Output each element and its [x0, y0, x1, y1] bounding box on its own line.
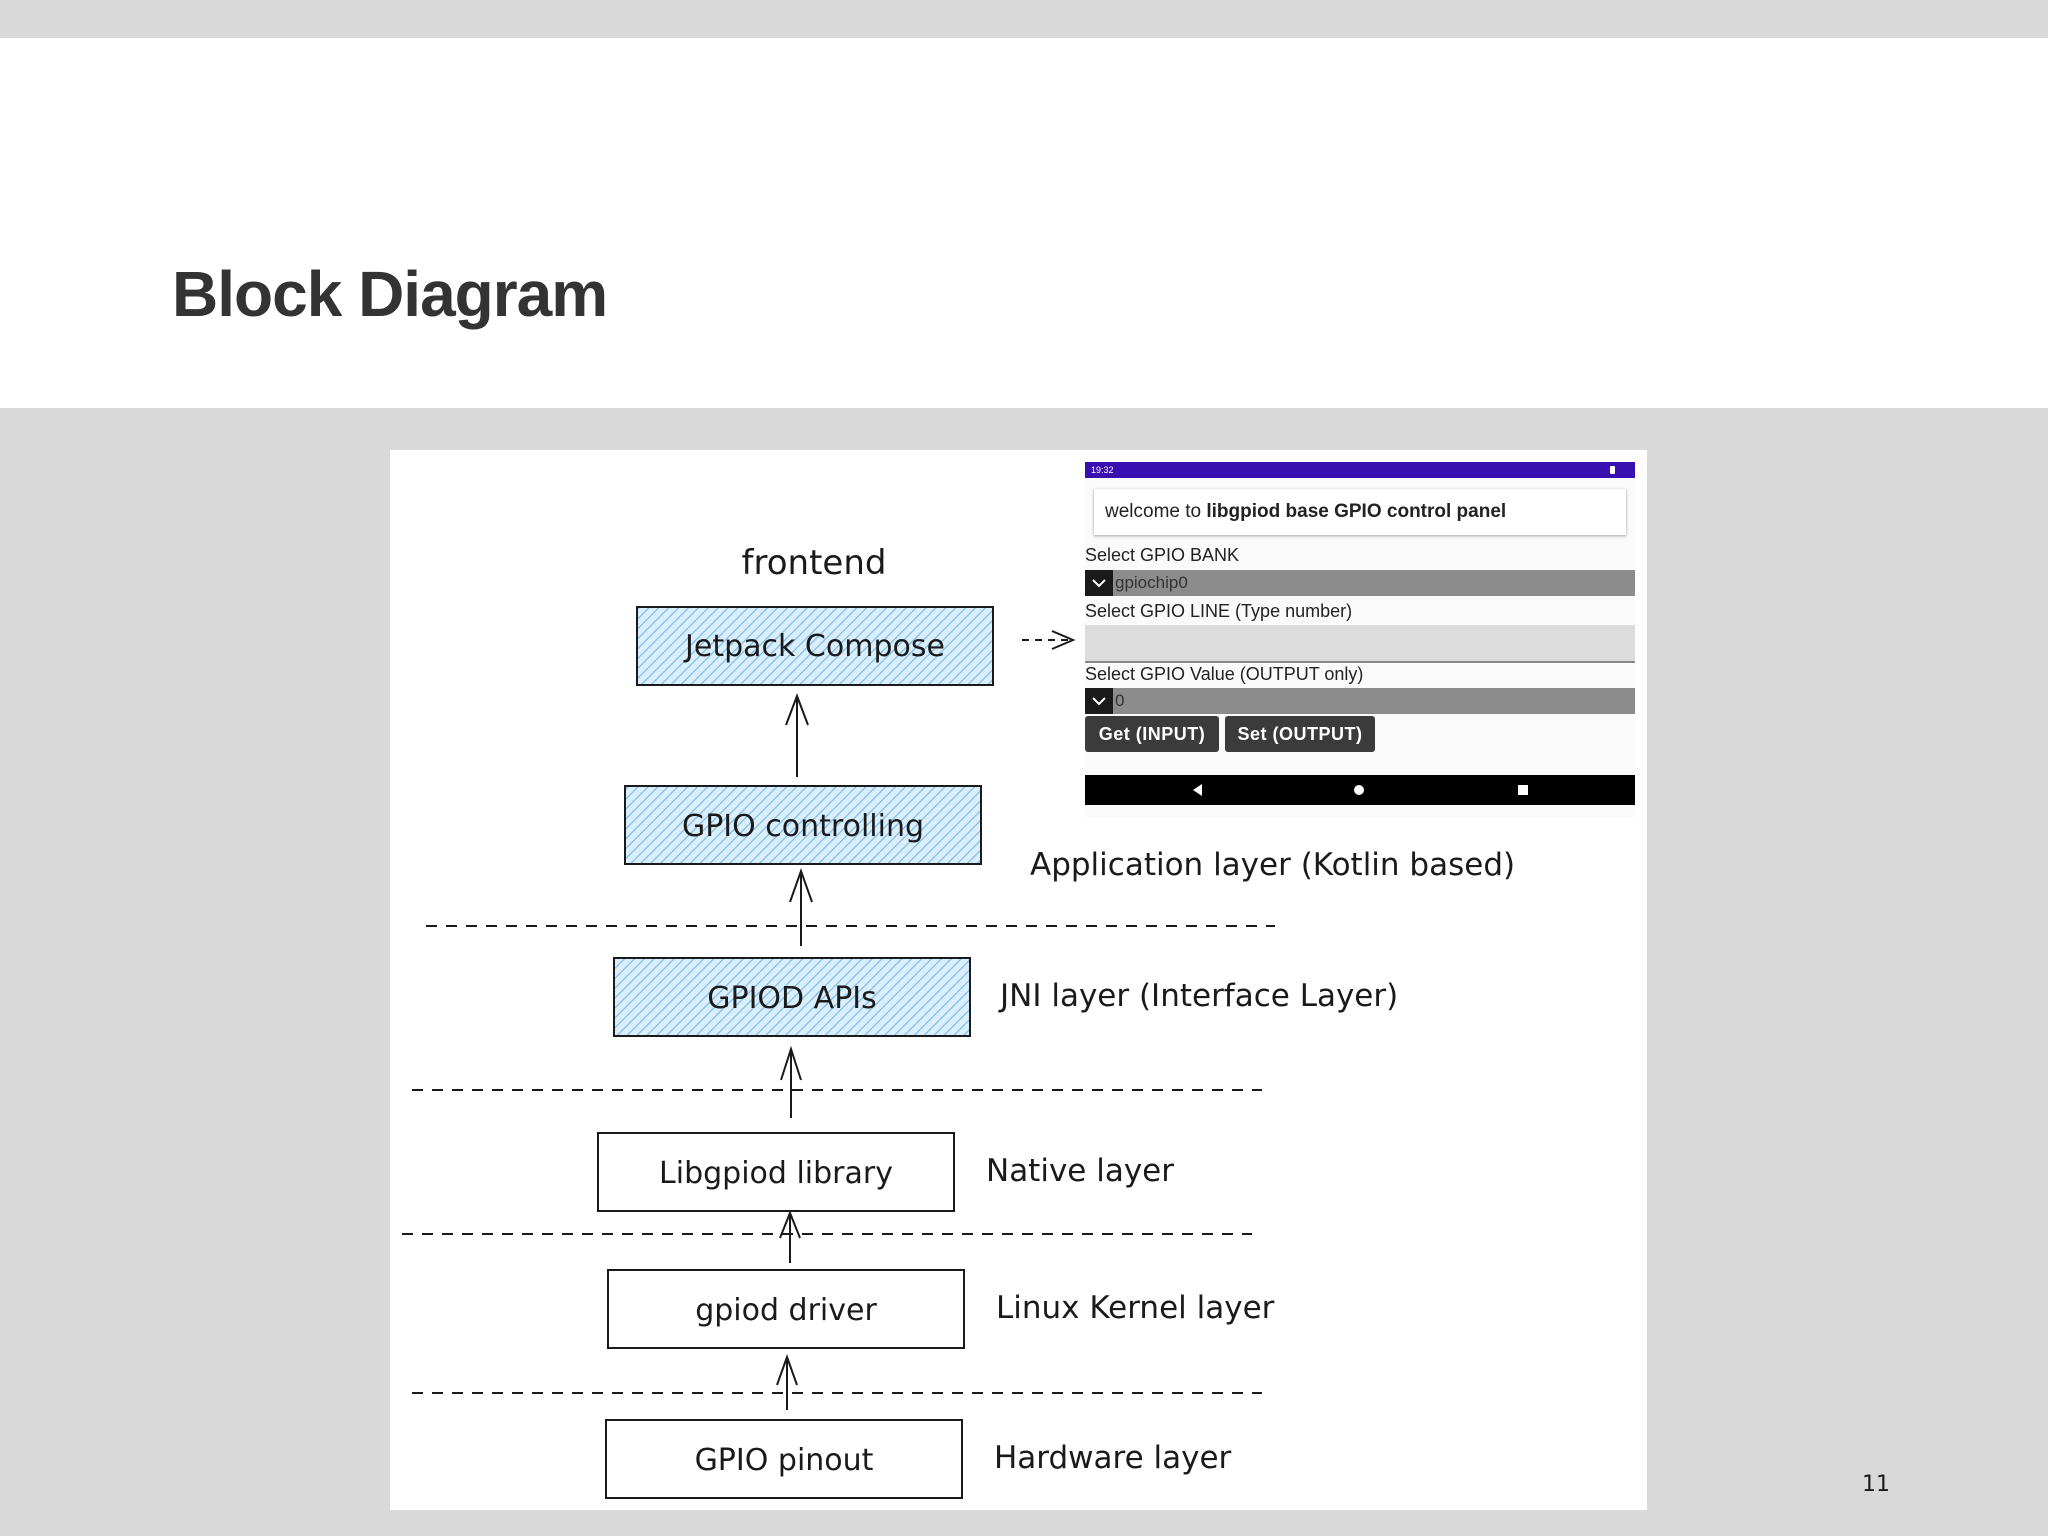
frontend-label: frontend — [742, 543, 887, 583]
recents-icon[interactable] — [1518, 785, 1528, 795]
slide-title: Block Diagram — [172, 258, 608, 330]
top-strip — [0, 0, 2048, 38]
value-label: Select GPIO Value (OUTPUT only) — [1085, 664, 1364, 684]
jetpack-compose-label: Jetpack Compose — [683, 629, 945, 664]
welcome-card: welcome to libgpiod base GPIO control pa… — [1094, 489, 1626, 535]
arrow-up — [785, 693, 809, 777]
gpiod-driver-block — [607, 1269, 965, 1349]
bank-select[interactable]: gpiochip0 — [1085, 570, 1635, 596]
hardware-layer-label: Hardware layer — [994, 1440, 1232, 1476]
gpio-controlling-block — [624, 785, 982, 865]
bank-value: gpiochip0 — [1115, 573, 1188, 592]
title-band — [0, 38, 2048, 408]
bank-label: Select GPIO BANK — [1085, 545, 1240, 565]
block-diagram: frontend Jetpack Compose GPIO controllin… — [402, 543, 1515, 1499]
value-value: 0 — [1115, 691, 1125, 710]
welcome-prefix: welcome to — [1105, 501, 1207, 522]
chevron-down-icon[interactable] — [1085, 688, 1113, 714]
status-time: 19:32 — [1091, 465, 1114, 475]
home-icon[interactable] — [1354, 785, 1364, 795]
gpio-pinout-label: GPIO pinout — [695, 1443, 874, 1478]
gpio-controlling-label: GPIO controlling — [682, 809, 924, 844]
arrow-up — [780, 1045, 802, 1118]
line-label: Select GPIO LINE (Type number) — [1085, 601, 1353, 621]
arrow-up — [789, 868, 813, 946]
app-screenshot: 19:32 welcome to libgpiod base GPIO cont… — [1085, 462, 1635, 818]
jni-layer-label: JNI layer (Interface Layer) — [998, 978, 1398, 1014]
application-layer-label: Application layer (Kotlin based) — [1030, 847, 1515, 883]
arrow-up — [776, 1354, 798, 1410]
jetpack-compose-block — [636, 606, 994, 686]
libgpiod-library-label: Libgpiod library — [659, 1156, 893, 1191]
diagram-image: frontend Jetpack Compose GPIO controllin… — [390, 450, 1647, 1510]
back-icon[interactable] — [1193, 784, 1202, 796]
gpiod-apis-block — [613, 957, 971, 1037]
status-bar: 19:32 — [1085, 462, 1635, 478]
kernel-layer-label: Linux Kernel layer — [996, 1290, 1275, 1326]
native-layer-label: Native layer — [986, 1153, 1174, 1189]
gpiod-apis-label: GPIOD APIs — [707, 981, 877, 1016]
chevron-down-icon[interactable] — [1085, 570, 1113, 596]
value-select[interactable]: 0 — [1085, 688, 1635, 714]
gpio-line-input[interactable] — [1085, 625, 1635, 663]
welcome-title: libgpiod base GPIO control panel — [1206, 501, 1507, 522]
gpiod-driver-label: gpiod driver — [695, 1293, 877, 1328]
gpio-pinout-block — [605, 1419, 963, 1499]
navigation-bar — [1085, 775, 1635, 805]
libgpiod-library-block — [597, 1132, 955, 1212]
page-number: 11 — [1862, 1472, 1890, 1497]
set-output-button[interactable]: Set (OUTPUT) — [1225, 716, 1375, 752]
arrow-up — [779, 1210, 801, 1263]
get-input-button[interactable]: Get (INPUT) — [1085, 716, 1219, 752]
battery-icon — [1610, 466, 1615, 474]
dashed-arrow-to-app — [1022, 630, 1076, 650]
